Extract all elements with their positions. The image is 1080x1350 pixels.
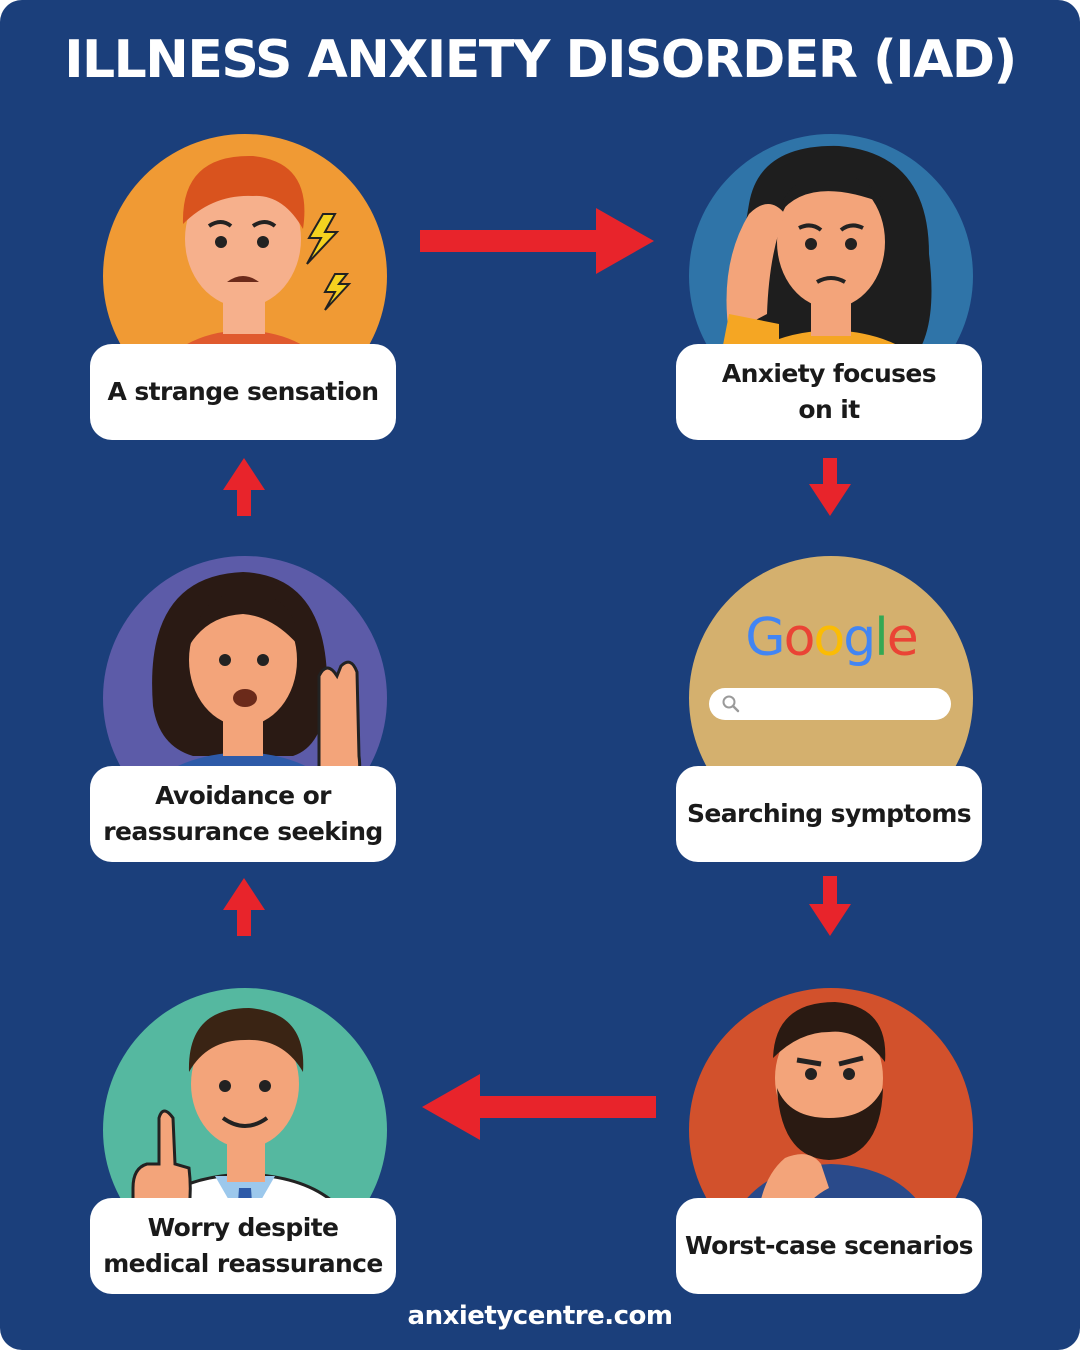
search-icon [722, 695, 740, 713]
footer-url: anxietycentre.com [407, 1301, 673, 1331]
search-engine-logo: Google [745, 608, 918, 668]
step-worst-case-scenarios: Worst-case scenarios [676, 988, 986, 1294]
step-anxiety-focuses: Anxiety focuses on it [676, 134, 986, 440]
step-searching-symptoms: Google Searching symptoms [676, 556, 986, 862]
step-label: Avoidance or reassurance seeking [90, 766, 396, 862]
step-avoidance-reassurance: Avoidance or reassurance seeking [90, 556, 400, 862]
step-label: Anxiety focuses on it [676, 344, 982, 440]
arrow-down-icon [809, 458, 851, 516]
step-label: Worry despite medical reassurance [90, 1198, 396, 1294]
arrow-right-icon [420, 208, 654, 274]
arrow-up-icon [223, 458, 265, 516]
arrow-left-icon [422, 1074, 656, 1140]
step-strange-sensation: A strange sensation [90, 134, 400, 440]
step-label: A strange sensation [90, 344, 396, 440]
arrow-up-icon [223, 878, 265, 936]
search-input[interactable] [709, 688, 951, 720]
page-title: ILLNESS ANXIETY DISORDER (IAD) [64, 30, 1017, 90]
arrow-down-icon [809, 876, 851, 936]
step-worry-despite-reassurance: Worry despite medical reassurance [90, 988, 400, 1294]
step-label: Searching symptoms [676, 766, 982, 862]
step-label: Worst-case scenarios [676, 1198, 982, 1294]
